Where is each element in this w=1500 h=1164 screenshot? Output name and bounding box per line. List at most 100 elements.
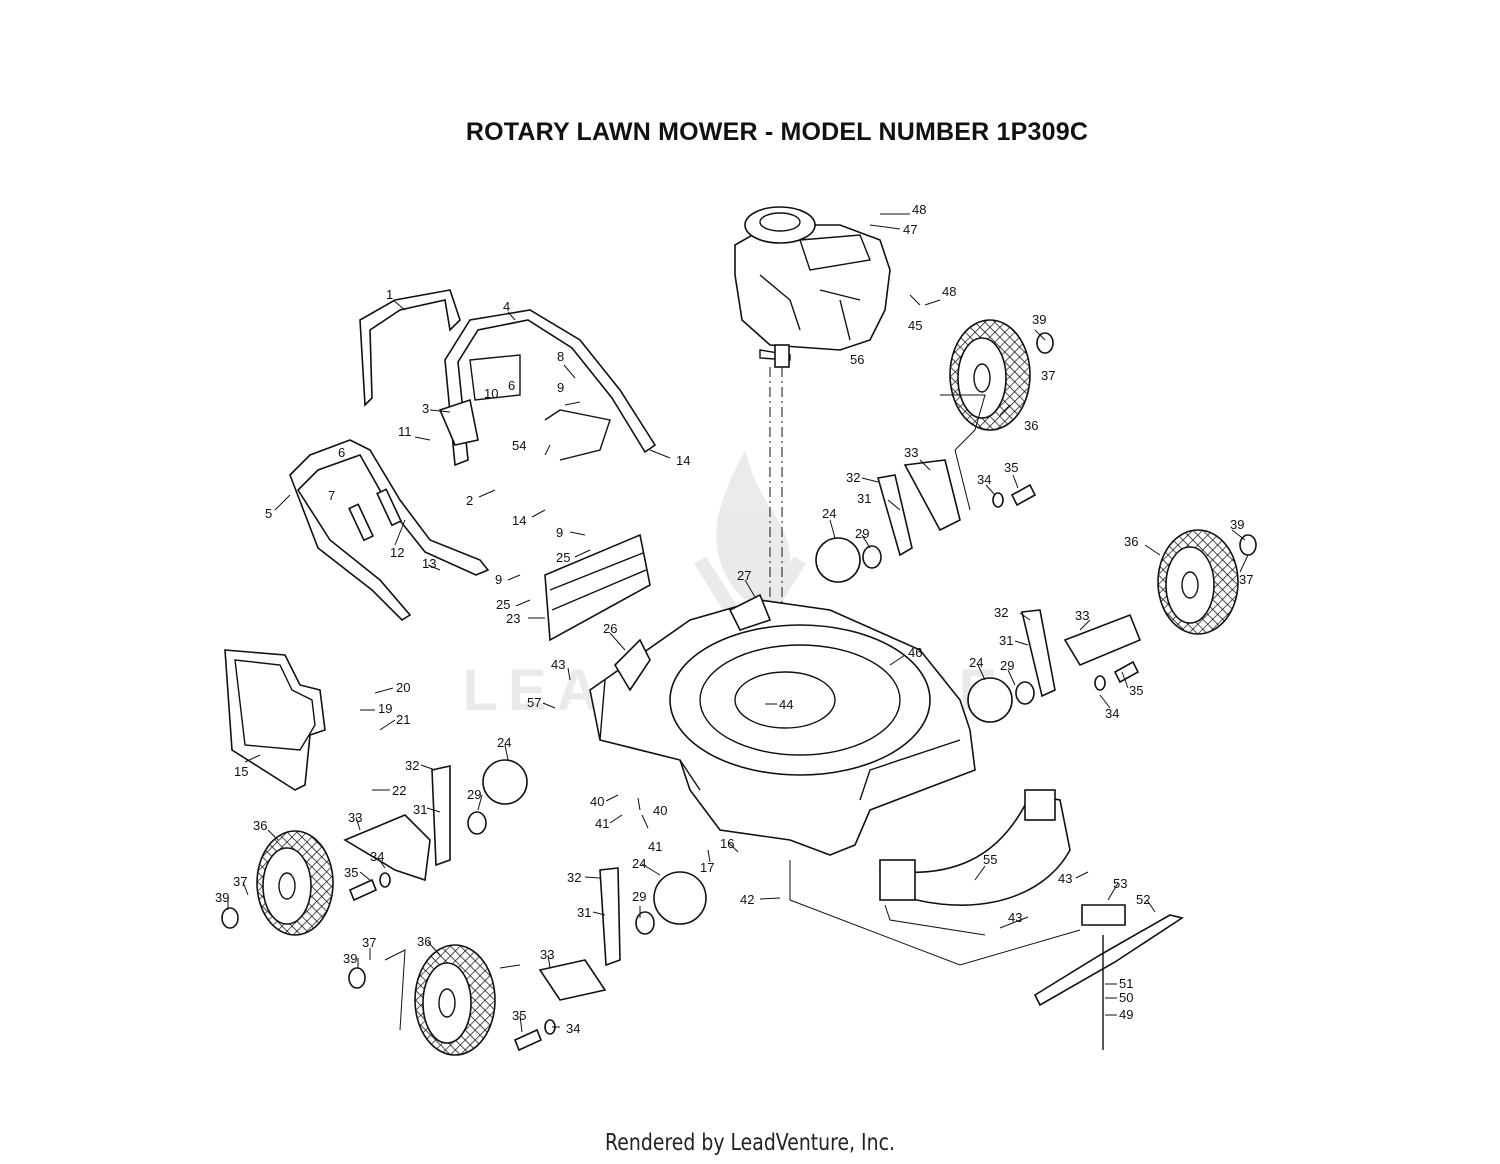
callout-31: 31 <box>413 802 427 817</box>
callout-29: 29 <box>1000 658 1014 673</box>
callout-25: 25 <box>496 597 510 612</box>
callout-29: 29 <box>855 526 869 541</box>
deck-part-46 <box>589 593 976 856</box>
callout-51: 51 <box>1119 976 1133 991</box>
callout-14: 14 <box>512 513 526 528</box>
callout-16: 16 <box>720 836 734 851</box>
callout-36: 36 <box>253 818 267 833</box>
callout-48: 48 <box>912 202 926 217</box>
callout-22: 22 <box>392 783 406 798</box>
callout-31: 31 <box>999 633 1013 648</box>
callout-43: 43 <box>1058 871 1072 886</box>
callout-35: 35 <box>1004 460 1018 475</box>
height-adjuster-plates-part-24 <box>482 537 1013 925</box>
callout-36: 36 <box>417 934 431 949</box>
callout-25: 25 <box>556 550 570 565</box>
callout-8: 8 <box>557 349 564 364</box>
callout-labels: 1 4 48 47 48 45 39 37 56 8 9 10 6 3 11 5… <box>215 202 1253 1036</box>
lower-handle-part-5 <box>289 439 490 622</box>
callout-36: 36 <box>1024 418 1038 433</box>
callout-33: 33 <box>540 947 554 962</box>
callout-39: 39 <box>343 951 357 966</box>
callout-11: 11 <box>398 424 412 439</box>
callout-9: 9 <box>556 525 563 540</box>
wheel-part-36-left-bottom <box>414 944 496 1056</box>
callout-19: 19 <box>378 701 392 716</box>
callout-43: 43 <box>1008 910 1022 925</box>
callout-17: 17 <box>700 860 714 875</box>
callout-49: 49 <box>1119 1007 1133 1022</box>
callout-34: 34 <box>977 472 991 487</box>
wheel-part-36-right-middle <box>1157 529 1239 635</box>
callout-35: 35 <box>344 865 358 880</box>
callout-33: 33 <box>348 810 362 825</box>
callout-44: 44 <box>779 697 793 712</box>
callout-31: 31 <box>577 905 591 920</box>
callout-3: 3 <box>422 401 429 416</box>
callout-37: 37 <box>1239 572 1253 587</box>
callout-47: 47 <box>903 222 917 237</box>
callout-12: 12 <box>390 545 404 560</box>
callout-41: 41 <box>648 839 662 854</box>
callout-37: 37 <box>362 935 376 950</box>
engine-part-56 <box>734 206 891 368</box>
callout-31: 31 <box>857 491 871 506</box>
callout-40: 40 <box>653 803 667 818</box>
callout-33: 33 <box>904 445 918 460</box>
callout-23: 23 <box>506 611 520 626</box>
callout-24: 24 <box>969 655 983 670</box>
height-levers-part-31 <box>431 474 1056 967</box>
callout-24: 24 <box>822 506 836 521</box>
callout-2: 2 <box>466 493 473 508</box>
callout-5: 5 <box>265 506 272 521</box>
callout-32: 32 <box>994 605 1008 620</box>
wheel-part-36-left-front <box>256 830 334 936</box>
callout-1: 1 <box>386 287 393 302</box>
callout-39: 39 <box>1032 312 1046 327</box>
callout-6: 6 <box>508 378 515 393</box>
callout-55: 55 <box>983 852 997 867</box>
callout-20: 20 <box>396 680 410 695</box>
wheel-part-36-right-rear-upper <box>949 319 1031 431</box>
callout-45: 45 <box>908 318 922 333</box>
callout-37: 37 <box>233 874 247 889</box>
upper-handle-part-1 <box>359 289 461 407</box>
callout-54: 54 <box>512 438 526 453</box>
callout-10: 10 <box>484 386 498 401</box>
diagram-title: ROTARY LAWN MOWER - MODEL NUMBER 1P309C <box>465 118 1089 146</box>
callout-24: 24 <box>632 856 646 871</box>
callout-35: 35 <box>512 1008 526 1023</box>
handle-part-4 <box>444 309 657 467</box>
callout-32: 32 <box>846 470 860 485</box>
callout-52: 52 <box>1136 892 1150 907</box>
callout-6: 6 <box>338 445 345 460</box>
callout-14: 14 <box>676 453 690 468</box>
callout-53: 53 <box>1113 876 1127 891</box>
callout-50: 50 <box>1119 990 1133 1005</box>
callout-32: 32 <box>567 870 581 885</box>
callout-56: 56 <box>850 352 864 367</box>
callout-29: 29 <box>467 787 481 802</box>
footer-credit: Rendered by LeadVenture, Inc. <box>605 1130 895 1156</box>
callout-39: 39 <box>215 890 229 905</box>
blade-part-52 <box>1033 914 1184 1007</box>
callout-37: 37 <box>1041 368 1055 383</box>
callout-9: 9 <box>557 380 564 395</box>
blade-adapter-part-53 <box>1081 904 1126 926</box>
callout-4: 4 <box>503 299 510 314</box>
callout-33: 33 <box>1075 608 1089 623</box>
callout-32: 32 <box>405 758 419 773</box>
callout-35: 35 <box>1129 683 1143 698</box>
callout-15: 15 <box>234 764 248 779</box>
callout-7: 7 <box>328 488 335 503</box>
callout-43: 43 <box>551 657 565 672</box>
callout-34: 34 <box>370 849 384 864</box>
small-hardware <box>221 332 1257 1052</box>
callout-34: 34 <box>566 1021 580 1036</box>
callout-34: 34 <box>1105 706 1119 721</box>
axle-brackets-part-33 <box>343 459 1142 1001</box>
callout-40: 40 <box>590 794 604 809</box>
callout-57: 57 <box>527 695 541 710</box>
